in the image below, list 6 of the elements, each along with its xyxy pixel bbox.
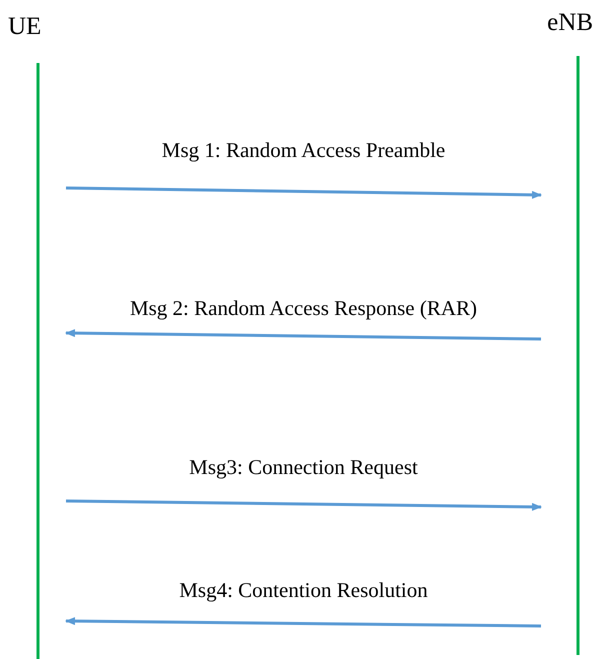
- arrow: [65, 617, 542, 628]
- arrow: [65, 329, 542, 340]
- participant-name: UE: [8, 12, 42, 42]
- arrow: [66, 186, 542, 199]
- arrow: [66, 500, 542, 511]
- participant-name: eNB: [547, 8, 593, 38]
